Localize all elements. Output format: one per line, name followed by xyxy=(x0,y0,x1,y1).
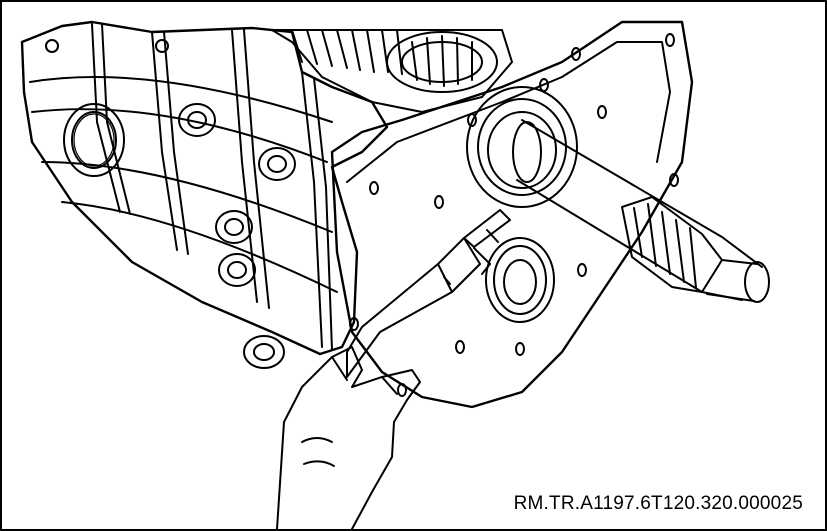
transmission-housing xyxy=(20,20,389,369)
snap-ring-pliers xyxy=(346,209,511,378)
lower-bearing xyxy=(485,237,555,323)
gear-stack xyxy=(271,29,513,113)
front-cover-plate xyxy=(330,20,694,409)
hand-holding-tool xyxy=(276,346,421,529)
input-shaft-assembly xyxy=(466,86,770,303)
figure-reference-code: RM.TR.A1197.6T120.320.000025 xyxy=(513,493,803,514)
